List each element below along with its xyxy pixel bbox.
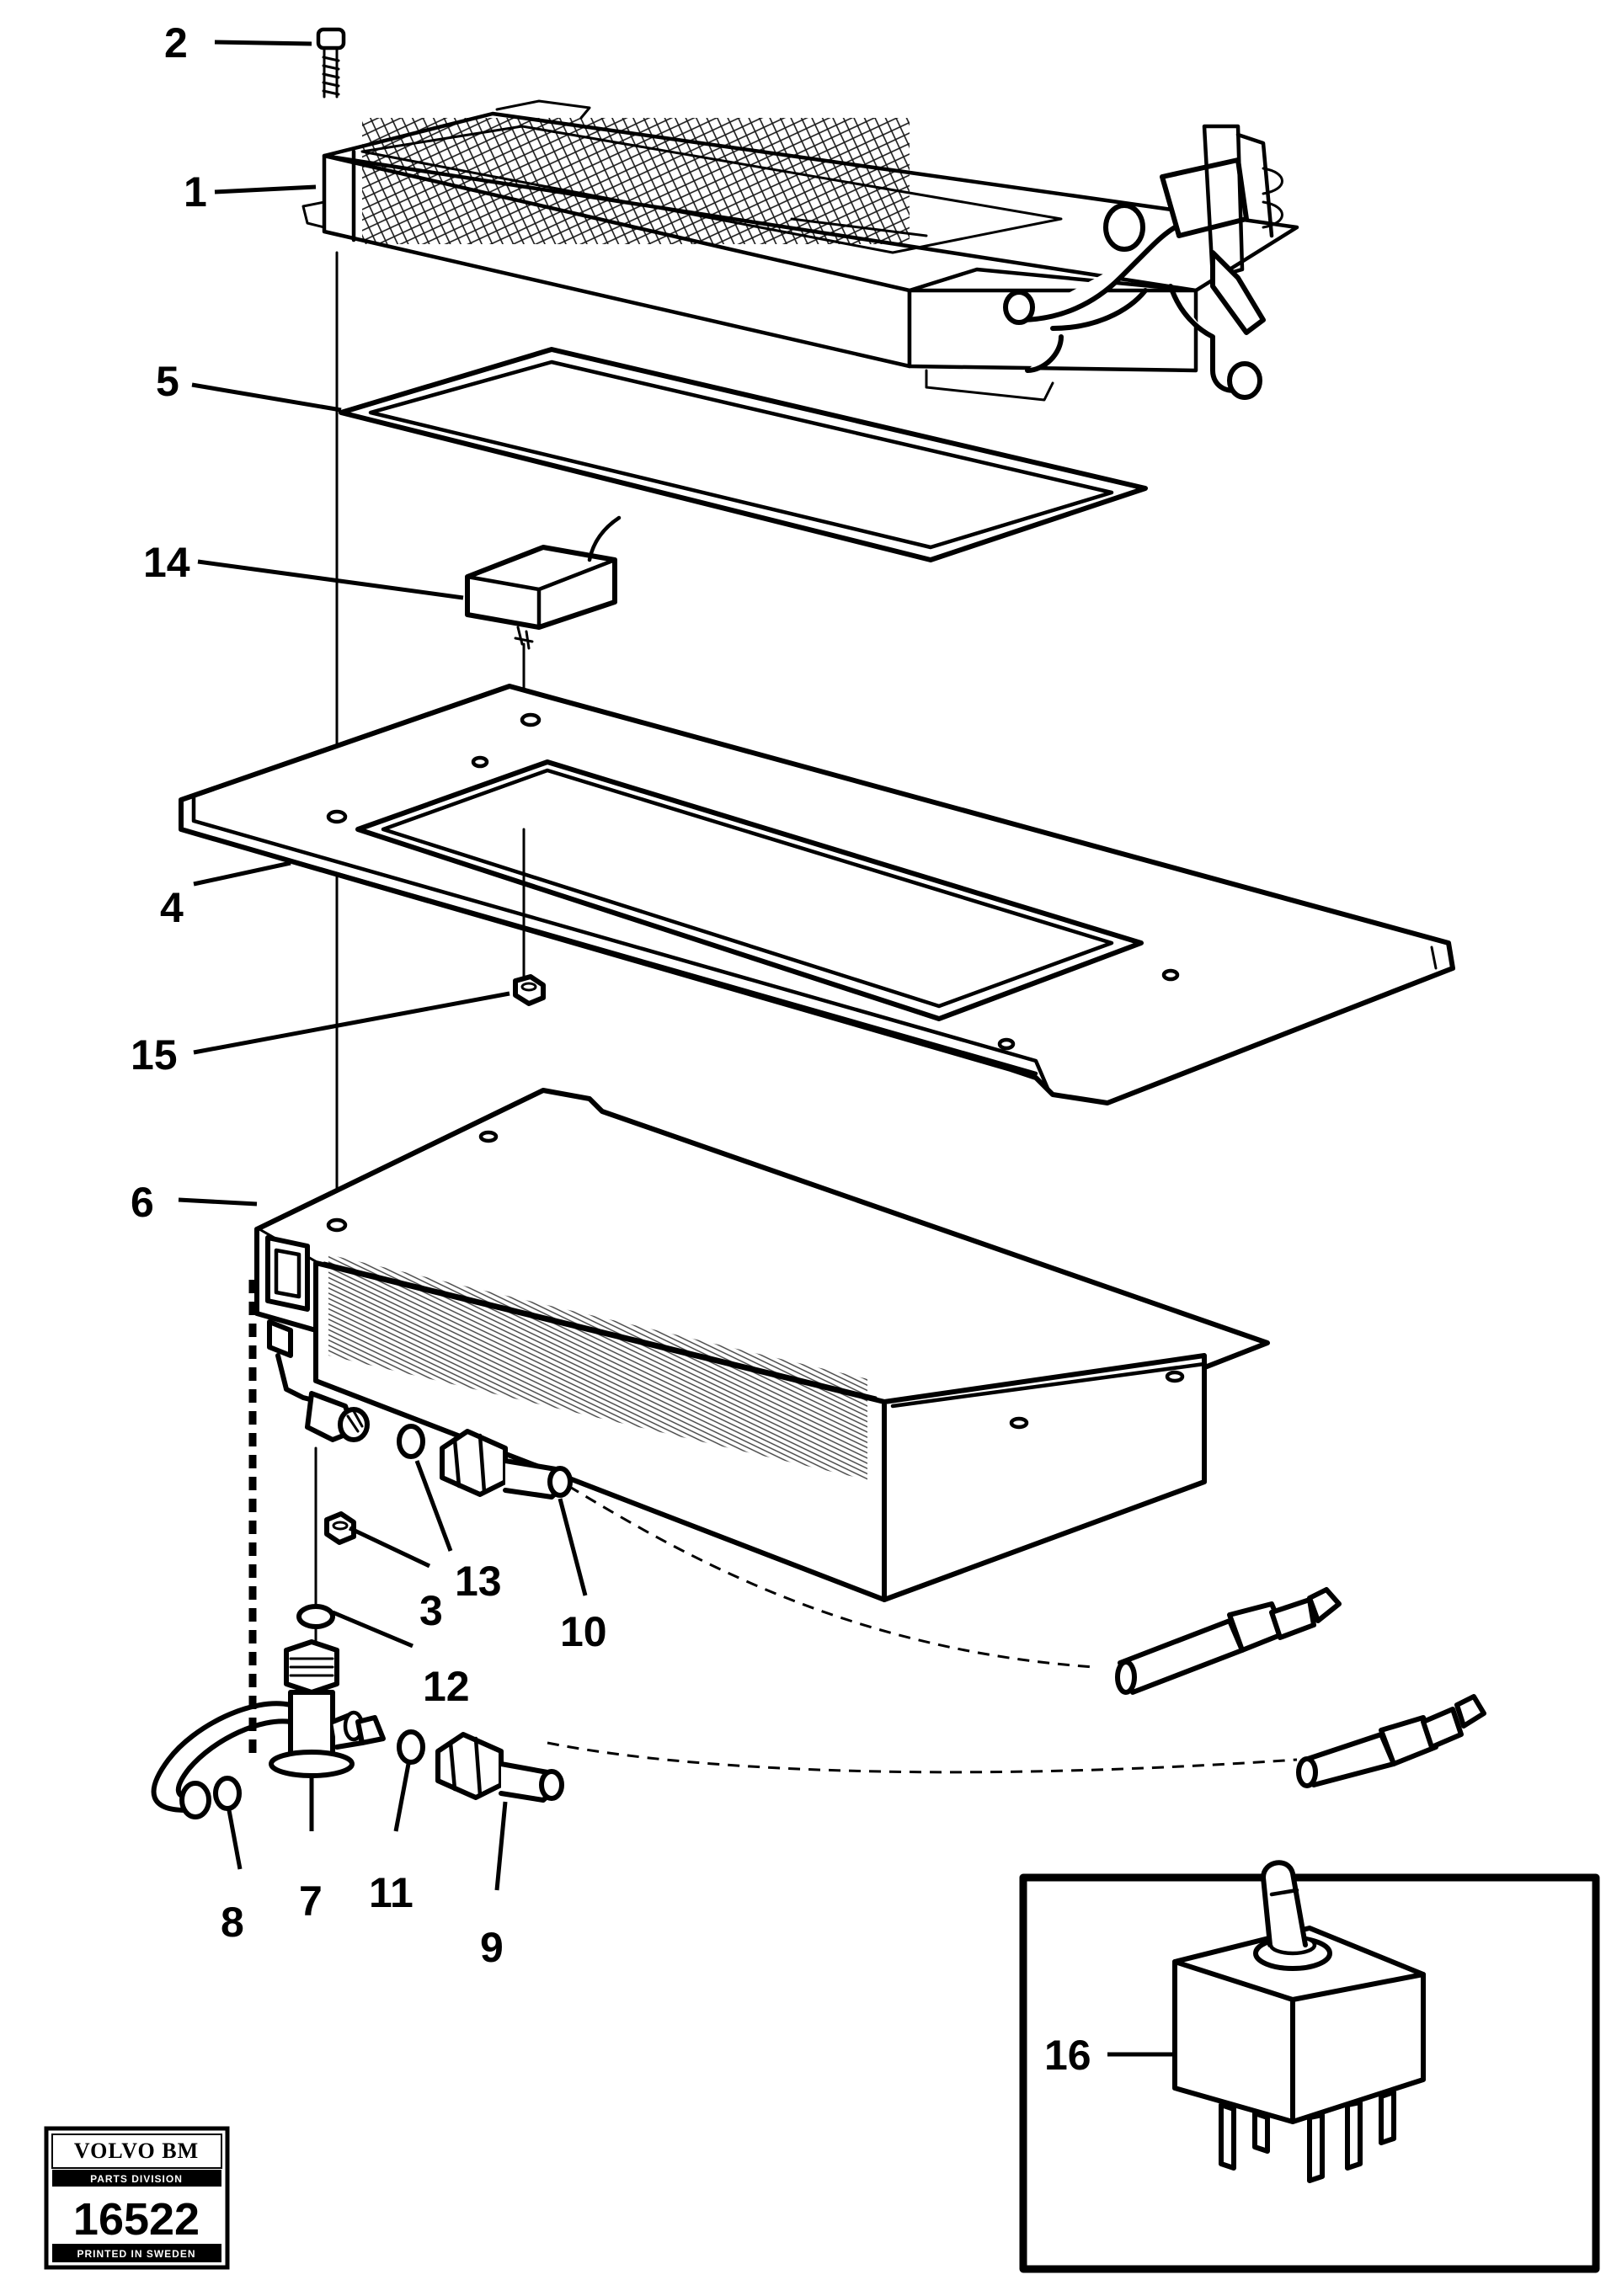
washer bbox=[296, 1604, 335, 1629]
callout-8: 8 bbox=[221, 1899, 244, 1946]
hose-fitting bbox=[440, 1429, 573, 1500]
callout-9: 9 bbox=[480, 1924, 504, 1971]
callout-12: 12 bbox=[423, 1663, 470, 1710]
stamp-number: 16522 bbox=[73, 2194, 200, 2245]
washer bbox=[397, 1729, 425, 1765]
callout-2: 2 bbox=[164, 19, 188, 67]
heater-unit bbox=[301, 99, 1299, 402]
nut bbox=[324, 1511, 356, 1545]
callout-7: 7 bbox=[299, 1878, 323, 1925]
stamp-division: PARTS DIVISION bbox=[90, 2173, 183, 2185]
parts-division-stamp: VOLVO BM PARTS DIVISION 16522 PRINTED IN… bbox=[44, 2126, 230, 2270]
callout-labels: 2 1 5 14 4 15 6 3 13 10 12 8 7 11 9 16 bbox=[131, 19, 1091, 2079]
relay-box bbox=[465, 515, 622, 650]
stamp-brand: VOLVO BM bbox=[74, 2139, 199, 2163]
heat-exchanger-box bbox=[254, 1088, 1270, 1602]
callout-5: 5 bbox=[156, 358, 179, 405]
valve-body bbox=[269, 1639, 386, 1778]
callout-11: 11 bbox=[369, 1869, 414, 1916]
callout-4: 4 bbox=[160, 884, 184, 931]
washer bbox=[397, 1424, 425, 1459]
mounting-plate bbox=[179, 684, 1455, 1105]
callout-13: 13 bbox=[455, 1558, 502, 1605]
callout-1: 1 bbox=[184, 168, 207, 216]
leader-lines bbox=[178, 40, 1175, 2057]
callout-6: 6 bbox=[131, 1179, 154, 1226]
hose-fitting bbox=[435, 1732, 564, 1803]
hose-end bbox=[1296, 1694, 1486, 1788]
gasket bbox=[339, 347, 1148, 562]
stamp-footer: PRINTED IN SWEDEN bbox=[77, 2248, 195, 2260]
callout-10: 10 bbox=[560, 1608, 607, 1655]
switch-inset bbox=[1019, 1860, 1600, 2273]
bolt bbox=[316, 27, 346, 99]
nut bbox=[513, 974, 546, 1006]
pipe-loop bbox=[151, 1701, 293, 1819]
callout-15: 15 bbox=[131, 1031, 178, 1079]
callout-16: 16 bbox=[1044, 2032, 1091, 2079]
callout-14: 14 bbox=[143, 539, 190, 586]
hose-end bbox=[1115, 1587, 1342, 1695]
callout-3: 3 bbox=[419, 1587, 443, 1634]
